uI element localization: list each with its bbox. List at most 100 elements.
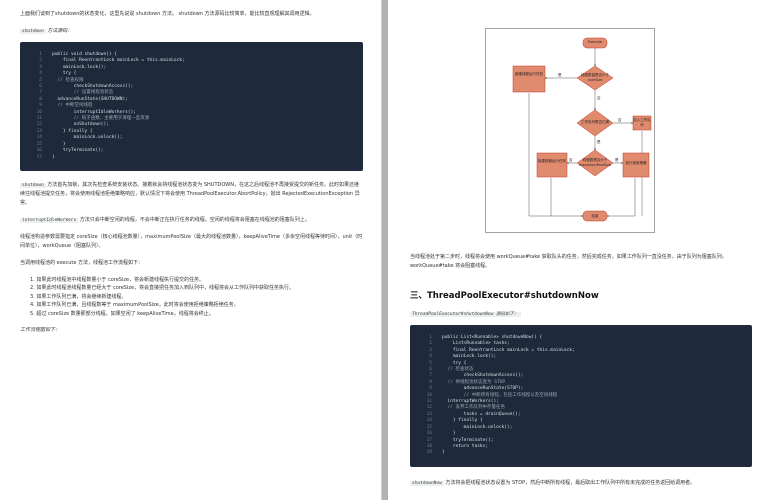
line-number: 8	[39, 96, 42, 102]
decision-max-pool	[576, 149, 614, 177]
code-line: 10 interruptIdleWorkers();	[28, 110, 355, 116]
code-text: // 检查权限	[52, 77, 84, 83]
code-text: // 设置线程池状态	[52, 90, 114, 96]
code-line: 16 tryTerminate();	[28, 148, 355, 154]
box2-label: 新建线程运行任务	[538, 159, 566, 163]
code-text: }	[442, 431, 456, 437]
line-number: 16	[36, 148, 42, 154]
line-number: 13	[426, 411, 432, 417]
section-title: 三、ThreadPoolExecutor#shutdownNow	[410, 291, 599, 301]
code-text: public List<Runnable> shutdownNow() {	[442, 335, 543, 340]
code-text: interruptWorkers();	[442, 399, 499, 405]
list-item: 2. 如果此时线程池线程数量已经大于 coreSize，将会直接把任务加入到队列…	[30, 285, 295, 292]
code-line: 4 mainLock.lock();	[418, 354, 744, 360]
right-box-label: 加入工作队列	[633, 118, 651, 127]
line-number: 7	[39, 90, 42, 96]
line-number: 6	[429, 367, 432, 373]
line-number: 19	[426, 450, 432, 456]
code-line: 15 }	[28, 142, 355, 148]
flowchart: Execute 线程数量是否小于coreSize 新建线程运行任务 工作队列是否…	[485, 28, 655, 233]
list-item: 5. 超过 coreSize 数量那部分线程，如果空闲了 keepAliveTi…	[30, 310, 214, 317]
code-line: 13 tasks = drainQueue();	[418, 412, 744, 418]
decision3-label: 线程数是否大于maximumPoolSize	[578, 158, 612, 167]
paragraph-text: 方法首先加锁，其次先检查系统安装状态。接着就会将线程池状态变为 SHUTDOWN…	[20, 181, 360, 206]
code-line: 17 tryTerminate();	[418, 438, 744, 444]
yes-label: 是	[558, 73, 562, 77]
new-thread-box	[512, 65, 546, 93]
code-text: } finally {	[52, 128, 93, 134]
code-line: 4 try {	[28, 71, 355, 77]
line-number: 14	[36, 135, 42, 141]
code-text: tryTerminate();	[442, 437, 494, 443]
line-number: 14	[426, 418, 432, 424]
paragraph-shutdown-desc: shutdown 方法首先加锁，其次先检查系统安装状态。接着就会将线程池状态变为…	[20, 181, 363, 208]
line-number: 10	[426, 392, 432, 398]
line-number: 15	[426, 424, 432, 430]
line-number: 4	[429, 354, 432, 360]
inline-code: shutdown	[20, 29, 46, 34]
inline-code: interruptIdleWorkers	[20, 217, 79, 223]
code-line: 9 // 中断空闲线程	[28, 103, 355, 109]
flow-frame	[485, 28, 655, 233]
code-line: 3 final ReentrantLock mainLock = this.ma…	[418, 348, 744, 354]
list-item: 1. 如果此时线程池中线程数量小于 coreSize，将会新建线程执行提交的任务…	[30, 276, 205, 283]
code-text: onShutdown();	[52, 122, 109, 128]
line-number: 5	[429, 360, 432, 366]
code-line: 7 checkShutdownAccess();	[418, 373, 744, 379]
list-item: 4. 如果工作队列已满，且线程数等于 maximumPoolSize，此时将会使…	[30, 302, 239, 309]
new-thread-box-2	[536, 152, 568, 178]
line-number: 9	[429, 386, 432, 392]
code-line: 3 mainLock.lock();	[28, 65, 355, 71]
code-line: 14 } finally {	[418, 418, 744, 424]
code-line: 18 return tasks;	[418, 444, 744, 450]
yes-label: 是	[597, 140, 601, 144]
paragraph-interrupt-desc: interruptIdleWorkers 方法只会中断空闲的线程，不会中断正在执…	[20, 216, 363, 225]
yes-label: 是	[615, 158, 619, 162]
paragraph-text: 方法将会把线程池状态设置为 STOP，然后中断所有线程，最后取出工作队列中所有未…	[445, 479, 696, 486]
no-label: 否	[597, 96, 601, 100]
code-text: interruptIdleWorkers();	[52, 109, 136, 115]
start-label: Execute	[588, 40, 602, 44]
line-number: 3	[39, 64, 42, 70]
intro-paragraph: 上面我们谈到了shutdown的状态变化，这里先说说 shutdown 方法。 …	[20, 11, 315, 17]
inline-code: shutdown	[20, 182, 46, 188]
code-text: // 将线程池状态变为 STOP	[442, 379, 506, 385]
code-line: 13 } finally {	[28, 129, 355, 135]
code-text: mainLock.lock();	[442, 354, 497, 360]
code-line: 11 // 钩子函数，主要用于清理一些资源	[28, 116, 355, 122]
end-label: 结束	[591, 214, 599, 218]
code-text: // 中断空闲线程	[52, 103, 93, 109]
code-line: 19}	[418, 450, 744, 456]
code-text: mainLock.unlock();	[442, 424, 513, 430]
code-line: 14 mainLock.unlock();	[28, 135, 355, 141]
code-text: }	[52, 141, 66, 147]
code-line: 5 try {	[418, 361, 744, 367]
line-number: 18	[426, 443, 432, 449]
line-number: 2	[429, 341, 432, 347]
flow-label: 工作流程图如下：	[20, 327, 61, 334]
page-gap	[382, 0, 388, 500]
code-line: 6 checkShutdownAccess();	[28, 84, 355, 90]
flowchart-svg	[485, 28, 655, 233]
source-label-text: 方法源码：	[47, 28, 73, 34]
code-line: 12 onShutdown();	[28, 122, 355, 128]
decision2-label: 工作队列是否已满	[581, 120, 609, 124]
code-text: tasks = drainQueue();	[442, 411, 521, 417]
add-queue-box	[632, 115, 652, 131]
paragraph-workqueue: 当线程池处于第二步时，线程将会使用 workQueue#take 获取队头的任务…	[410, 254, 727, 269]
code-text: try {	[442, 360, 467, 366]
code-text: List<Runnable> tasks;	[442, 341, 510, 347]
line-number: 8	[429, 379, 432, 385]
line-number: 13	[36, 128, 42, 134]
line-number: 17	[36, 154, 42, 160]
code-text: advanceRunState(STOP);	[442, 386, 524, 392]
left-page: 上面我们谈到了shutdown的状态变化，这里先说说 shutdown 方法。 …	[0, 0, 382, 500]
box3-label: 执行拒绝策略	[625, 161, 647, 165]
code-line: 7 // 设置线程池状态	[28, 90, 355, 96]
code-text: tryTerminate();	[52, 148, 104, 154]
code-text: // 丢弃工作队列中存量任务	[442, 405, 506, 411]
code-line: 17}	[28, 155, 355, 161]
source-label-2: ThreadPoolExecutor#shutdownNow 源码如下：	[410, 311, 752, 317]
